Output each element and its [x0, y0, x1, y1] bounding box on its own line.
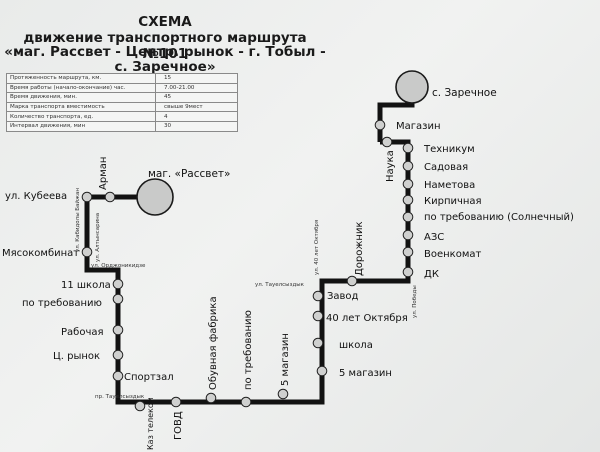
stop-label-myasokombinat: Мясокомбинат: [2, 248, 79, 259]
stop-marker: [170, 396, 182, 408]
stop-label-11-school: 11 школа: [61, 280, 111, 291]
route-subtitle: «маг. Рассвет - Центр. рынок - г. Тобыл …: [4, 44, 326, 60]
stop-label-kaz-telekom: Каз телеком: [146, 397, 155, 450]
stop-marker: [81, 191, 93, 203]
stop-label-kirpichnaya: Кирпичная: [424, 196, 482, 207]
stop-marker: [402, 229, 414, 241]
stop-label-school: школа: [339, 340, 373, 351]
street-label-40-let-street: ул. 40 лет Октября: [314, 220, 320, 275]
stop-label-rabochaya: Рабочая: [61, 327, 104, 338]
terminal-end-marker: [395, 70, 429, 104]
stop-marker: [104, 191, 116, 203]
stop-marker: [134, 400, 146, 412]
stop-marker: [374, 119, 386, 131]
street-label-tauelsizdik-bottom: пр. Тауелсыздык: [95, 394, 145, 400]
stop-marker: [112, 293, 124, 305]
stop-label-kubeeva: ул. Кубеева: [5, 191, 67, 202]
stop-marker: [205, 392, 217, 404]
route-info-table: Протяженность маршрута, км.15 Время рабо…: [6, 73, 238, 132]
stop-marker: [277, 388, 289, 400]
stop-label-tekhnikum: Техникум: [423, 144, 475, 155]
stop-marker: [402, 160, 414, 172]
stop-label-voenkomat: Военкомат: [424, 249, 481, 260]
stop-label-nauka: Наука: [385, 150, 396, 182]
info-value: 30: [155, 120, 238, 132]
street-label-altynsarina: ул. Алтынсарина: [95, 213, 101, 262]
stop-marker: [112, 278, 124, 290]
street-label-pobedy: ул. Победы: [412, 285, 418, 318]
stop-marker: [402, 142, 414, 154]
stop-label-govd: ГОВД: [173, 411, 184, 440]
stop-marker: [112, 349, 124, 361]
stop-marker: [312, 337, 324, 349]
stop-label-nametova: Наметова: [424, 180, 475, 191]
stop-label-zavod: Завод: [327, 291, 359, 302]
stop-label-on-request-left: по требованию: [22, 298, 102, 309]
schema-title: СХЕМА: [138, 14, 192, 30]
stop-marker: [402, 266, 414, 278]
street-label-ordzhonikidze: ул. Орджоникидзе: [91, 263, 146, 269]
stop-label-azs: АЗС: [424, 232, 444, 243]
stop-marker: [240, 396, 252, 408]
stop-marker: [312, 310, 324, 322]
stop-label-magazin: Магазин: [396, 121, 441, 132]
stop-marker: [312, 290, 324, 302]
stop-marker: [402, 194, 414, 206]
stop-label-sportzal: Спортзал: [124, 372, 174, 383]
stop-marker: [381, 136, 393, 148]
terminal-end-label: с. Заречное: [432, 87, 497, 99]
stop-label-dorozhnik: Дорожник: [354, 222, 365, 276]
street-label-kabidoly: ул. Кабидолы Байжан: [74, 188, 81, 252]
stop-marker: [112, 370, 124, 382]
stop-label-on-request-bottom: по требованию: [243, 310, 254, 390]
stop-marker: [402, 246, 414, 258]
stop-marker: [112, 324, 124, 336]
stop-marker: [81, 246, 93, 258]
stop-label-40-let-oktyabrya: 40 лет Октября: [326, 313, 408, 324]
stop-label-on-request-solnechny: по требованию (Солнечный): [424, 212, 574, 223]
stop-marker: [402, 178, 414, 190]
stop-label-5-magazin-vertical: 5 магазин: [280, 333, 291, 386]
terminal-start-marker: [136, 178, 174, 216]
stop-label-obuvnaya-fabrika: Обувная фабрика: [208, 296, 219, 390]
stop-label-sadovaya: Садовая: [424, 162, 468, 173]
street-label-tauelsizdik-mid: ул. Тауелсыздык: [255, 282, 305, 288]
route-subtitle-end: с. Заречное»: [114, 59, 216, 75]
stop-marker: [346, 275, 358, 287]
stop-label-central-market: Ц. рынок: [53, 351, 100, 362]
terminal-start-label: маг. «Рассвет»: [148, 168, 230, 180]
stop-marker: [402, 211, 414, 223]
stop-label-5-magazin: 5 магазин: [339, 368, 392, 379]
stop-label-arman: Арман: [98, 157, 109, 190]
stop-marker: [316, 365, 328, 377]
stop-label-dk: ДК: [424, 269, 439, 280]
route-title: движение транспортного маршрута №101: [23, 30, 307, 62]
